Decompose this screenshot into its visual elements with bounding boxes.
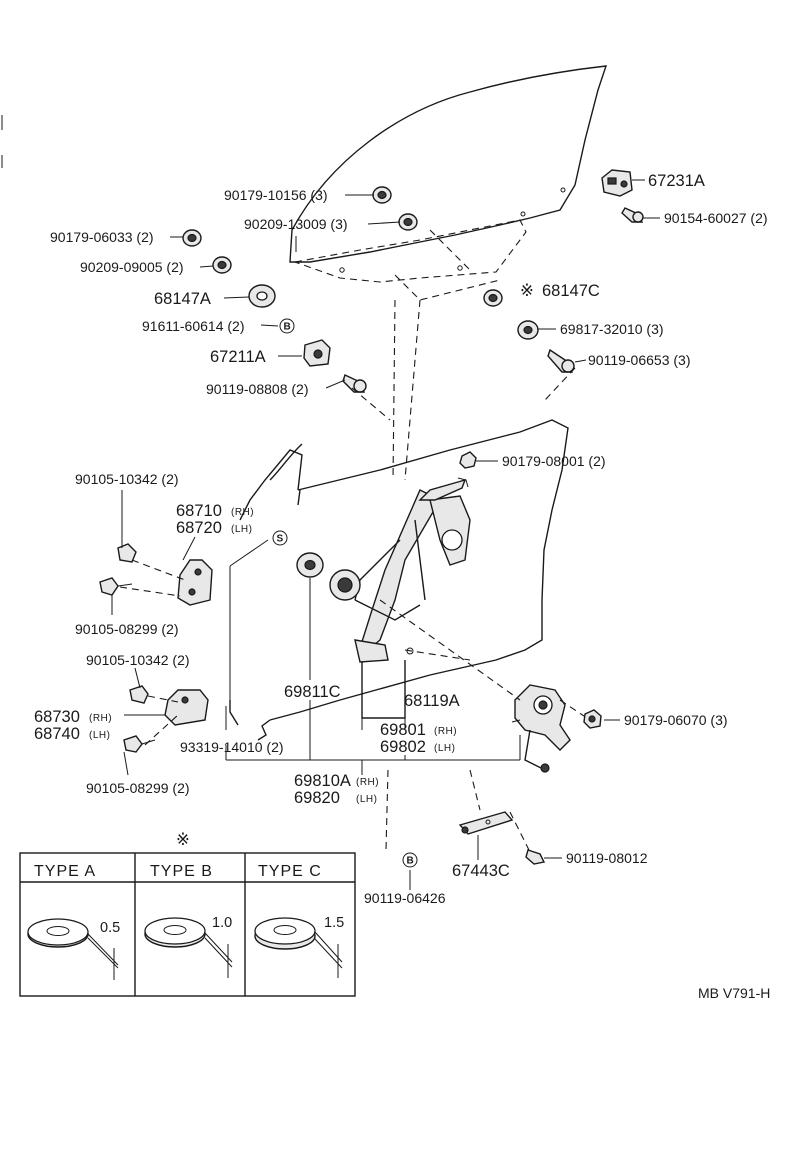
bracket-68730	[164, 689, 209, 726]
label-68147A: 68147A	[154, 290, 211, 308]
washer-type-b: 1.0	[144, 915, 233, 978]
type-b-thickness: 1.0	[212, 915, 232, 931]
washer-type-c: 1.5	[254, 915, 344, 978]
label-67443C: 67443C	[452, 862, 510, 880]
label-68720: 68720	[176, 519, 222, 537]
diagram-code: MB V791-H	[698, 985, 770, 1001]
table-note-mark: ※	[176, 831, 190, 849]
bolt-90105-08299-b	[123, 735, 156, 753]
type-a-thickness: 0.5	[100, 920, 120, 936]
label-69810A: 69810A	[294, 772, 351, 790]
label-69802-lh: (LH)	[434, 743, 455, 754]
label-90179-08001: 90179-08001 (2)	[502, 453, 606, 469]
label-90119-06426: 90119-06426	[364, 890, 446, 906]
power-window-motor	[511, 684, 571, 773]
spacer-type-table: ※ TYPE A TYPE B TYPE C 0.5 1.0	[19, 831, 356, 997]
washer-type-a: 0.5	[27, 918, 120, 980]
bolt-90105-10342-a	[117, 540, 137, 563]
label-90179-10156: 90179-10156 (3)	[224, 187, 328, 203]
door-glass	[289, 65, 608, 263]
grommet-69817-32010	[517, 320, 539, 340]
label-68119A: 68119A	[404, 692, 460, 710]
label-67231A: 67231A	[648, 172, 705, 190]
label-69801-rh: (RH)	[434, 726, 457, 737]
label-68730: 68730	[34, 708, 80, 726]
label-68710-rh: (RH)	[231, 507, 254, 518]
grommet-90209-09005	[212, 256, 232, 274]
label-68740: 68740	[34, 725, 80, 743]
part-labels: 67231A 90179-10156 (3) 90154-60027 (2) 9…	[34, 172, 768, 906]
label-68710: 68710	[176, 502, 222, 520]
label-69817-32010: 69817-32010 (3)	[560, 321, 664, 337]
assembly-lines	[119, 299, 585, 853]
label-90119-08012: 90119-08012	[566, 850, 648, 866]
callout-b-bottom: B	[402, 852, 418, 868]
bracket-68710	[177, 559, 213, 606]
grommet-90209-13009	[398, 213, 418, 231]
bolt-90154-60027	[621, 207, 644, 223]
label-91611-60614: 91611-60614 (2)	[142, 318, 244, 334]
label-90154-60027: 90154-60027 (2)	[664, 210, 768, 226]
type-c-header: TYPE C	[258, 863, 322, 880]
label-90179-06033: 90179-06033 (2)	[50, 229, 154, 245]
regulator-bracket	[361, 660, 406, 719]
bolt-90105-10342-b	[129, 685, 149, 704]
nut-90179-08001	[459, 451, 477, 469]
spacer-68147A	[248, 284, 276, 308]
bracket-67211A	[303, 339, 331, 367]
label-90209-13009: 90209-13009 (3)	[244, 216, 348, 232]
bolt-90119-08012	[525, 849, 546, 865]
bolt-90119-06653	[547, 348, 575, 373]
label-90119-08808: 90119-08808 (2)	[206, 381, 308, 397]
glass-channel	[292, 219, 527, 301]
label-68740-lh: (LH)	[89, 730, 110, 741]
grommet-90179-10156	[372, 186, 392, 204]
label-69801: 69801	[380, 721, 426, 739]
bracket-67231A	[601, 169, 633, 197]
leader-lines	[111, 179, 660, 890]
type-c-thickness: 1.5	[324, 915, 344, 931]
svg-text:B: B	[407, 856, 414, 867]
label-93319-14010: 93319-14010 (2)	[180, 739, 284, 755]
callout-b-top: B	[279, 318, 295, 334]
door-panel	[225, 419, 569, 741]
label-68147C-mark: ※	[520, 282, 534, 300]
label-67211A: 67211A	[210, 348, 266, 366]
label-69820-lh: (LH)	[356, 794, 377, 805]
svg-text:S: S	[277, 534, 284, 545]
label-90119-06653: 90119-06653 (3)	[588, 352, 690, 368]
part-67443C	[458, 811, 514, 835]
type-b-header: TYPE B	[150, 863, 213, 880]
label-69811C: 69811C	[284, 683, 341, 701]
pulley-69811C	[296, 552, 324, 578]
label-90105-08299-b: 90105-08299 (2)	[86, 780, 190, 796]
callout-s: S	[272, 530, 288, 546]
grommet-90179-06033	[182, 229, 202, 247]
spacer-68147C	[483, 289, 503, 307]
label-68730-rh: (RH)	[89, 713, 112, 724]
label-90105-08299-a: 90105-08299 (2)	[75, 621, 179, 637]
bolt-90105-08299-a	[99, 577, 133, 596]
label-68720-lh: (LH)	[231, 524, 252, 535]
label-90105-10342-a: 90105-10342 (2)	[75, 471, 179, 487]
label-90105-10342-b: 90105-10342 (2)	[86, 652, 190, 668]
label-69820: 69820	[294, 789, 340, 807]
nut-90179-06070	[583, 709, 602, 729]
label-68147C: 68147C	[542, 282, 600, 300]
window-regulator	[329, 477, 471, 663]
label-90209-09005: 90209-09005 (2)	[80, 259, 184, 275]
bolt-90119-08808	[342, 374, 367, 393]
type-a-header: TYPE A	[34, 863, 96, 880]
svg-text:B: B	[284, 322, 291, 333]
label-69802: 69802	[380, 738, 426, 756]
label-69810A-rh: (RH)	[356, 777, 379, 788]
label-90179-06070: 90179-06070 (3)	[624, 712, 728, 728]
